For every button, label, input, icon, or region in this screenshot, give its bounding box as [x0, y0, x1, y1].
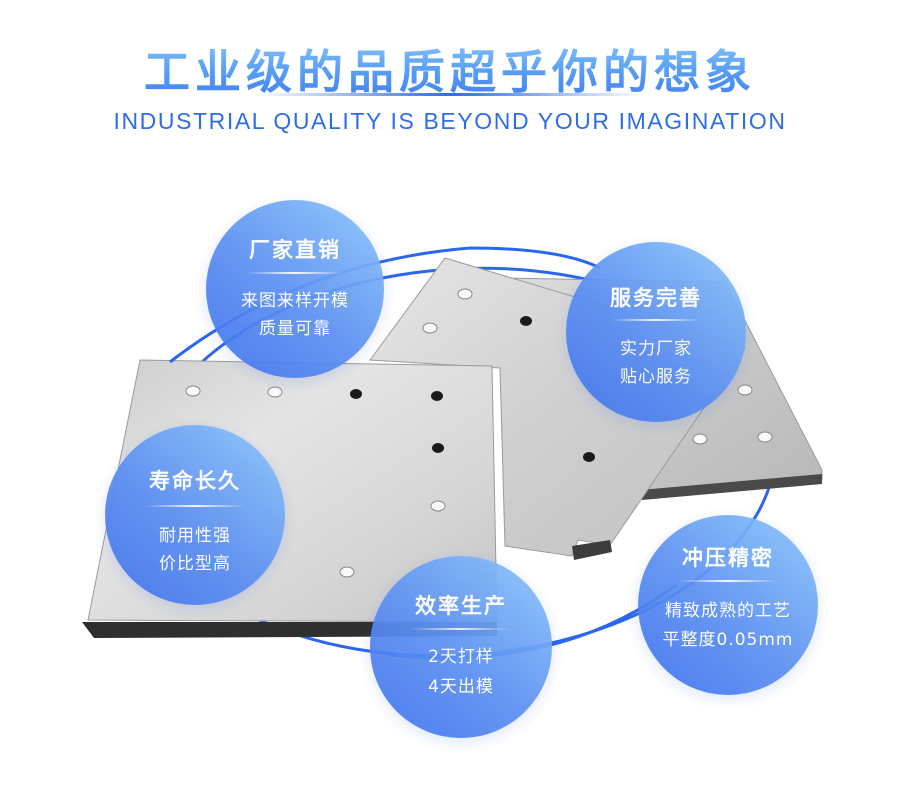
feature-line: 4天出模 [428, 677, 494, 697]
feature-title: 寿命长久 [149, 469, 241, 493]
feature-divider [611, 319, 701, 321]
title-divider [255, 93, 645, 96]
feature-divider [145, 505, 245, 507]
feature-line: 贴心服务 [620, 367, 692, 387]
feature-full-service: 服务完善 实力厂家 贴心服务 [566, 242, 746, 422]
feature-long-life: 寿命长久 耐用性强 价比型高 [105, 425, 285, 605]
feature-title: 厂家直销 [249, 238, 341, 262]
feature-title: 冲压精密 [682, 546, 774, 570]
feature-divider [410, 628, 510, 630]
page-title: 工业级的品质超乎你的想象 [0, 36, 900, 102]
feature-line: 平整度0.05mm [662, 630, 794, 650]
feature-line: 精致成熟的工艺 [665, 601, 791, 621]
page-subtitle: INDUSTRIAL QUALITY IS BEYOND YOUR IMAGIN… [113, 108, 787, 134]
feature-divider [678, 580, 778, 582]
feature-line: 价比型高 [159, 554, 231, 574]
feature-line: 来图来样开模 [241, 291, 349, 311]
feature-line: 实力厂家 [620, 339, 692, 359]
feature-line: 耐用性强 [159, 526, 231, 546]
feature-title: 服务完善 [610, 286, 702, 310]
feature-line: 质量可靠 [259, 319, 331, 339]
feature-factory-direct: 厂家直销 来图来样开模 质量可靠 [206, 200, 384, 378]
feature-title: 效率生产 [415, 594, 507, 618]
feature-line: 2天打样 [428, 647, 494, 667]
feature-precision-stamping: 冲压精密 精致成熟的工艺 平整度0.05mm [638, 515, 818, 695]
feature-divider [246, 272, 344, 274]
feature-efficient-production: 效率生产 2天打样 4天出模 [370, 556, 552, 738]
